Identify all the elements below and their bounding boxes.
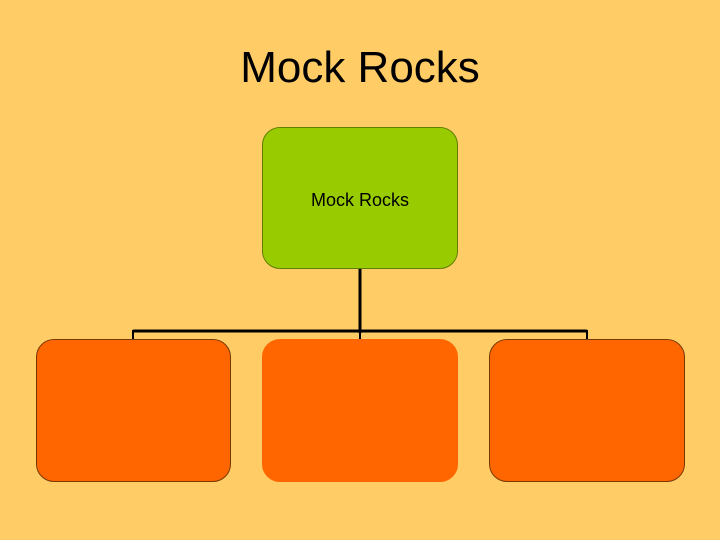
- child-node-1: [36, 339, 231, 482]
- child-node-3: [489, 339, 685, 482]
- root-node: Mock Rocks: [262, 127, 458, 269]
- root-node-label: Mock Rocks: [310, 190, 409, 210]
- child-node-2: [262, 339, 458, 482]
- slide-title: Mock Rocks: [240, 43, 480, 92]
